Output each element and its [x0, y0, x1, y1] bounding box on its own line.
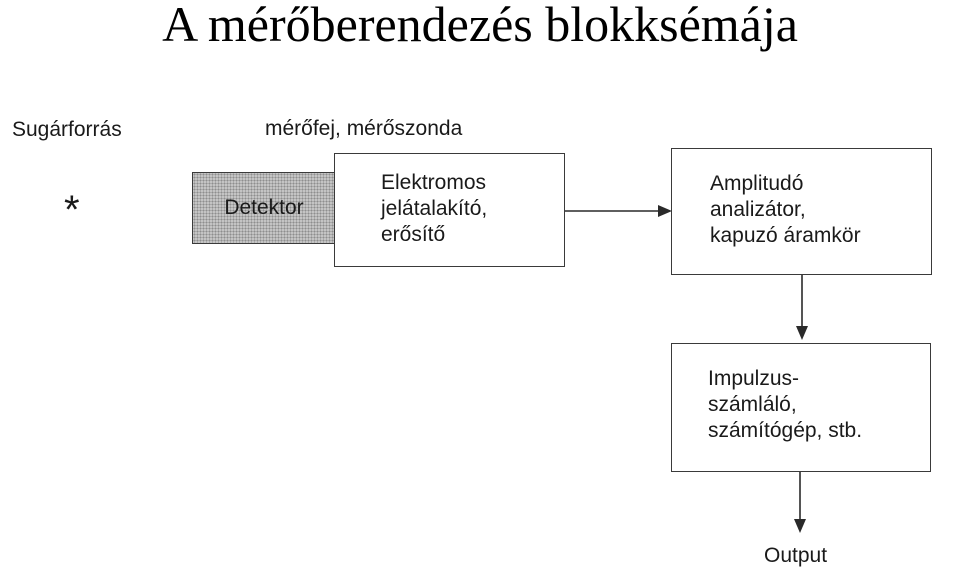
converter-line-3: erősítő: [381, 223, 446, 246]
amplitude-analyzer-block: Amplitudó analizátor, kapuzó áramkör: [671, 148, 932, 275]
output-label: Output: [764, 544, 828, 567]
converter-line-1: Elektromos: [381, 171, 487, 194]
arrowhead-down-2: [794, 519, 806, 533]
analyzer-line-3: kapuzó áramkör: [710, 224, 861, 247]
arrowhead-right: [658, 205, 672, 217]
arrowhead-down-1: [796, 326, 808, 340]
diagram-title: A mérőberendezés blokksémája: [162, 0, 798, 52]
radiation-source-label: Sugárforrás: [12, 118, 122, 141]
pulse-counter-text: Impulzus- számláló, számítógép, stb.: [708, 366, 862, 444]
detector-block: Detektor: [192, 172, 336, 244]
counter-line-3: számítógép, stb.: [708, 419, 863, 442]
amplitude-analyzer-text: Amplitudó analizátor, kapuzó áramkör: [710, 171, 861, 249]
counter-line-1: Impulzus-: [708, 367, 800, 390]
analyzer-line-1: Amplitudó: [710, 172, 804, 195]
counter-line-2: számláló,: [708, 393, 797, 416]
detector-label: Detektor: [224, 196, 304, 219]
converter-amplifier-block: Elektromos jelátalakító, erősítő: [334, 153, 565, 267]
probe-label: mérőfej, mérőszonda: [265, 117, 463, 140]
pulse-counter-block: Impulzus- számláló, számítógép, stb.: [671, 343, 931, 472]
radiation-source-symbol: *: [64, 188, 80, 232]
converter-amplifier-text: Elektromos jelátalakító, erősítő: [381, 170, 487, 248]
converter-line-2: jelátalakító,: [381, 197, 488, 220]
analyzer-line-2: analizátor,: [710, 198, 806, 221]
